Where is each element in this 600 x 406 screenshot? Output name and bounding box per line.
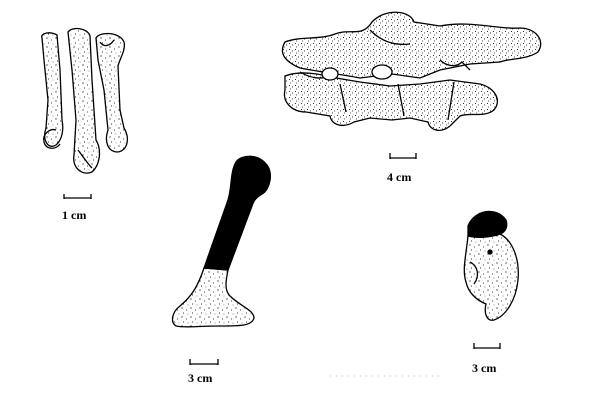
vertebrae-drawing [281,11,542,132]
metapodial-bones-drawing [41,27,129,174]
scale-label-metapodials: 1 cm [62,208,87,222]
scale-label-vertebrae: 4 cm [387,170,412,184]
small-bone-drawing [463,210,519,321]
scale-label-small-bone: 3 cm [472,361,497,375]
scale-label-limb-bone: 3 cm [188,371,213,385]
limb-bone-drawing [171,155,272,328]
